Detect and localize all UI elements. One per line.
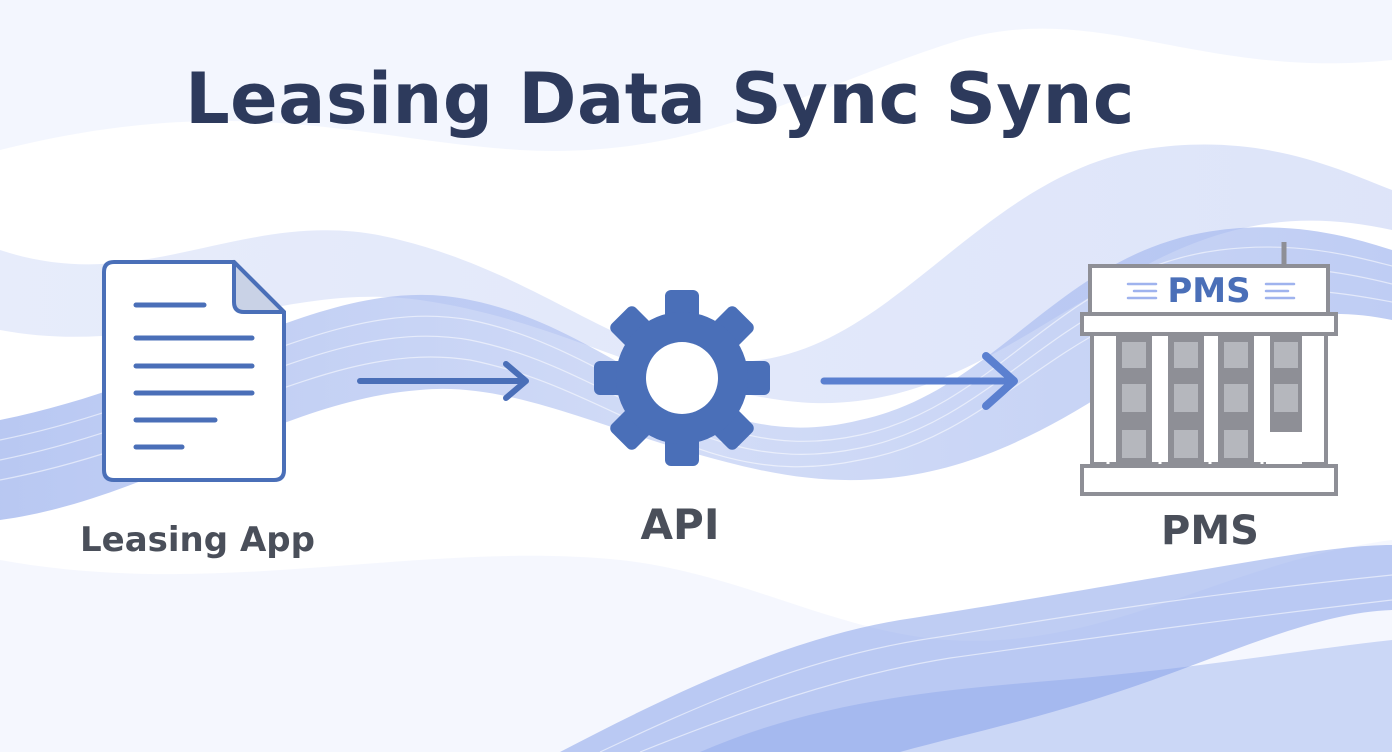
arrow-api-to-pms (820, 350, 1024, 412)
node-label-pms: PMS (1161, 508, 1259, 554)
diagram-title: Leasing Data Sync Sync (185, 58, 1135, 140)
node-label-leasing-app: Leasing App (80, 520, 315, 560)
pms-sign-text: PMS (1167, 271, 1250, 311)
node-label-api: API (640, 500, 720, 549)
building-icon: PMS (1078, 240, 1340, 502)
gear-icon (594, 290, 770, 466)
document-icon (100, 258, 290, 488)
arrow-app-to-api (356, 358, 536, 404)
